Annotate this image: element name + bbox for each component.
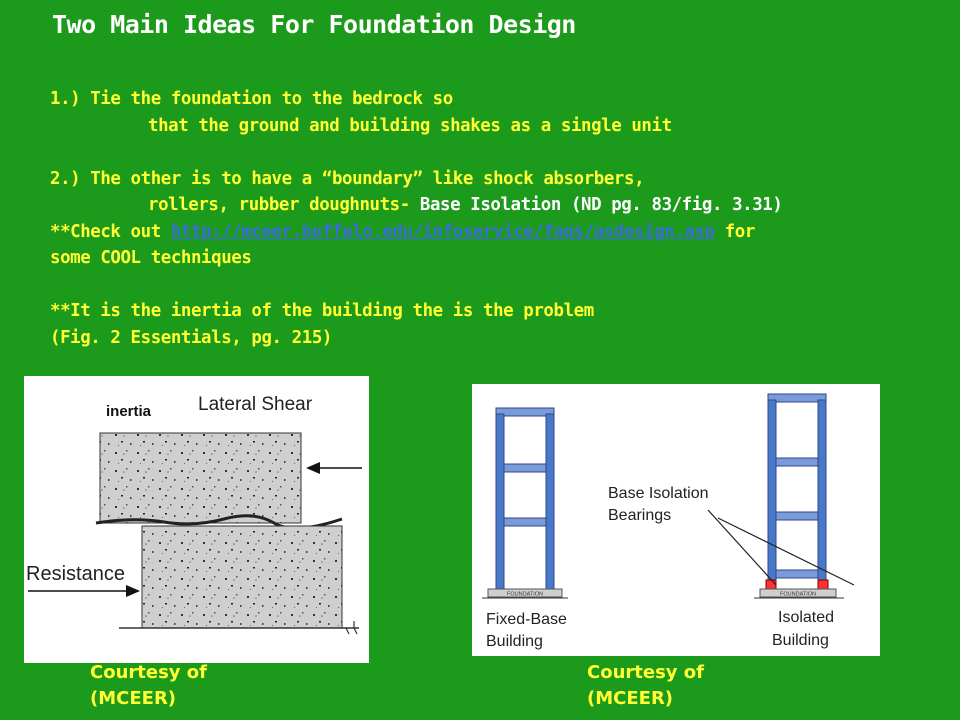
check-out-line: **Check out http://mceer.buffalo.edu/inf… xyxy=(50,219,950,246)
check-out-suffix: for xyxy=(714,221,756,242)
check-out-prefix: **Check out xyxy=(50,221,171,242)
point2-line2: rollers, rubber doughnuts- Base Isolatio… xyxy=(50,192,950,219)
lateral-shear-label: Lateral Shear xyxy=(198,394,313,415)
lateral-shear-figure: inertia Lateral Shear Resistance xyxy=(24,376,369,663)
slide-title: Two Main Ideas For Foundation Design xyxy=(52,10,576,39)
callout-line2: Bearings xyxy=(608,507,671,524)
callout-line1: Base Isolation xyxy=(608,485,709,502)
point1-line2: that the ground and building shakes as a… xyxy=(148,115,672,136)
inertia-line2: (Fig. 2 Essentials, pg. 215) xyxy=(50,327,332,348)
isolated-label-line2: Building xyxy=(772,632,829,649)
check-out-line2: some COOL techniques xyxy=(50,248,252,268)
point1-line1: 1.) Tie the foundation to the bedrock so xyxy=(50,89,453,109)
resistance-label: Resistance xyxy=(26,563,125,585)
caption-left-line2: (MCEER) xyxy=(90,688,177,709)
inertia-line1: **It is the inertia of the building the … xyxy=(50,301,594,321)
fixed-base-label-line2: Building xyxy=(486,633,543,650)
lower-block xyxy=(141,525,343,629)
upper-block xyxy=(99,432,302,524)
mceer-link[interactable]: http://mceer.buffalo.edu/infoservice/faq… xyxy=(170,221,715,242)
isolated-foundation-label: FOUNDATION xyxy=(780,592,816,598)
isolated-building: FOUNDATION xyxy=(754,393,844,599)
caption-right-line1: Courtesy of xyxy=(587,662,704,683)
caption-right: Courtesy of (MCEER) xyxy=(587,660,704,712)
caption-left: Courtesy of (MCEER) xyxy=(90,660,207,712)
callout-pointer-right xyxy=(717,517,855,586)
point2-line1: 2.) The other is to have a “boundary” li… xyxy=(50,168,645,189)
point2-line2-text: rollers, rubber doughnuts- xyxy=(148,195,420,215)
fixed-foundation-label: FOUNDATION xyxy=(507,592,543,598)
fixed-base-building: FOUNDATION xyxy=(482,407,568,599)
base-isolation-diagram: FOUNDATION FOUNDATION Base Isolation Bea… xyxy=(482,393,855,650)
bearing-left xyxy=(765,579,777,590)
base-isolation-figure: FOUNDATION FOUNDATION Base Isolation Bea… xyxy=(472,384,880,656)
caption-right-line2: (MCEER) xyxy=(587,688,674,709)
fixed-base-label-line1: Fixed-Base xyxy=(486,611,567,628)
lateral-shear-diagram: inertia Lateral Shear Resistance xyxy=(26,394,362,635)
bearing-right xyxy=(817,579,829,590)
inertia-label: inertia xyxy=(106,403,152,420)
slide-body: 1.) Tie the foundation to the bedrock so… xyxy=(50,86,950,351)
base-isolation-ref: Base Isolation (ND pg. 83/fig. 3.31) xyxy=(419,195,783,215)
caption-left-line1: Courtesy of xyxy=(90,662,207,683)
isolated-label-line1: Isolated xyxy=(778,609,834,626)
callout-pointer-left xyxy=(707,509,777,586)
